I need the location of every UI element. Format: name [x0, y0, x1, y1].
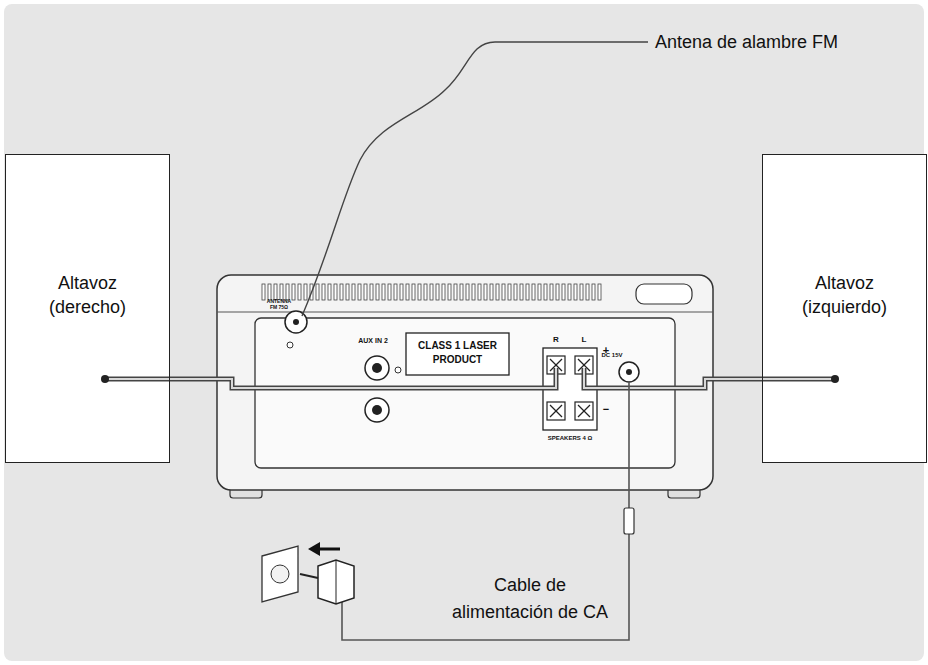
terminal-marking: L — [578, 335, 590, 345]
callout-label: Antena de alambre FM — [655, 30, 855, 54]
wire-end-dot — [101, 375, 109, 383]
terminal-marking: R — [550, 335, 562, 345]
ac-adapter — [300, 560, 354, 604]
wall-socket — [262, 546, 298, 602]
fm-wire-antenna — [302, 42, 648, 316]
speaker-label: Altavoz (izquierdo) — [782, 271, 907, 319]
plug-in-arrow — [308, 542, 340, 556]
speaker-box: Altavoz (izquierdo) — [762, 154, 927, 463]
speaker-label: Altavoz (derecho) — [25, 271, 150, 319]
speaker-wire — [105, 368, 835, 388]
speaker-box: Altavoz (derecho) — [5, 154, 170, 463]
jack-marking: ANTENNA FM 75Ω — [266, 298, 292, 310]
terminal-marking: SPEAKERS 4 Ω — [536, 434, 604, 442]
jack-marking: AUX IN 2 — [350, 337, 396, 345]
speaker-fill — [762, 154, 927, 463]
ferrite-core — [624, 508, 634, 534]
wire-end-dot — [831, 375, 839, 383]
speaker-fill — [5, 154, 170, 463]
laser-class-label: CLASS 1 LASER PRODUCT — [409, 339, 506, 367]
jack-marking: DC 15V — [597, 352, 627, 359]
power-cable — [342, 382, 629, 640]
callout-label: Cable de alimentación de CA — [444, 572, 616, 626]
polarity-mark: − — [600, 403, 612, 415]
